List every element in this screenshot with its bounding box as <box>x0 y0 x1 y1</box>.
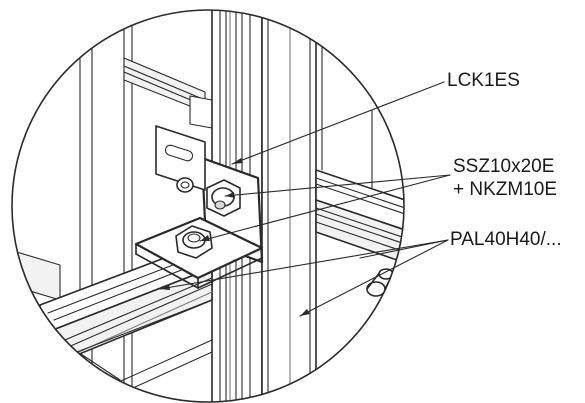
screw-left <box>176 177 194 193</box>
detail-circle <box>11 9 405 403</box>
callout-profile: PAL40H40/... <box>450 229 562 250</box>
callout-bracket: LCK1ES <box>447 70 520 91</box>
callout-screw-line1: SSZ10x20E <box>453 156 555 177</box>
screw-upper <box>206 179 241 217</box>
leader-lines <box>159 81 451 317</box>
nut-lower <box>175 225 213 259</box>
callout-screw-line2: + NKZM10E <box>453 179 558 200</box>
